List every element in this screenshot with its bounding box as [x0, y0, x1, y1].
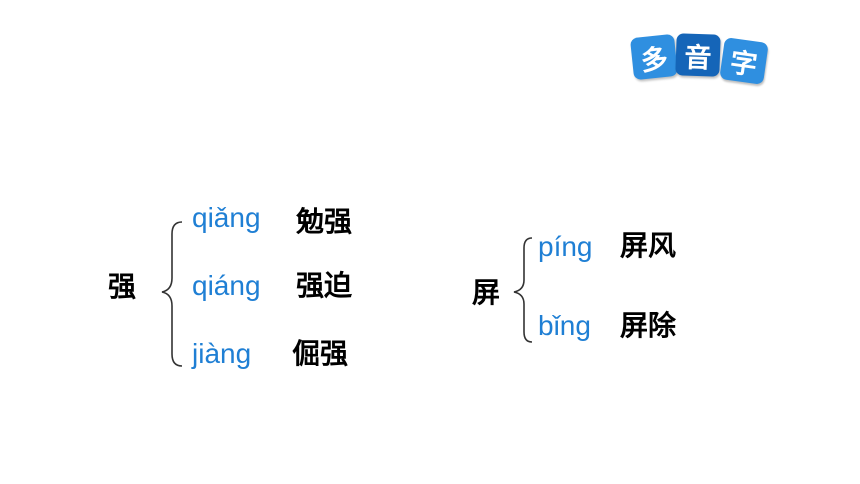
- example-word: 屏除: [620, 309, 677, 342]
- pinyin-reading: jiàng: [192, 338, 252, 369]
- example-word: 倔强: [292, 337, 349, 370]
- head-character: 强: [108, 270, 137, 303]
- pinyin-reading: píng: [538, 231, 593, 262]
- brace-icon: [161, 221, 183, 367]
- badge-tile-2: 音: [675, 33, 721, 77]
- pinyin-reading: qiáng: [192, 270, 261, 301]
- pinyin-reading: qiǎng: [192, 202, 261, 233]
- badge-tile-3: 字: [719, 37, 769, 85]
- polyphonic-badge: 多 音 字: [629, 30, 770, 90]
- badge-tile-1: 多: [629, 33, 679, 81]
- brace-icon: [513, 237, 533, 343]
- example-word: 强迫: [296, 269, 353, 302]
- example-word: 屏风: [620, 229, 677, 262]
- pinyin-reading: bǐng: [538, 310, 591, 341]
- example-word: 勉强: [296, 205, 353, 238]
- head-character: 屏: [472, 276, 501, 309]
